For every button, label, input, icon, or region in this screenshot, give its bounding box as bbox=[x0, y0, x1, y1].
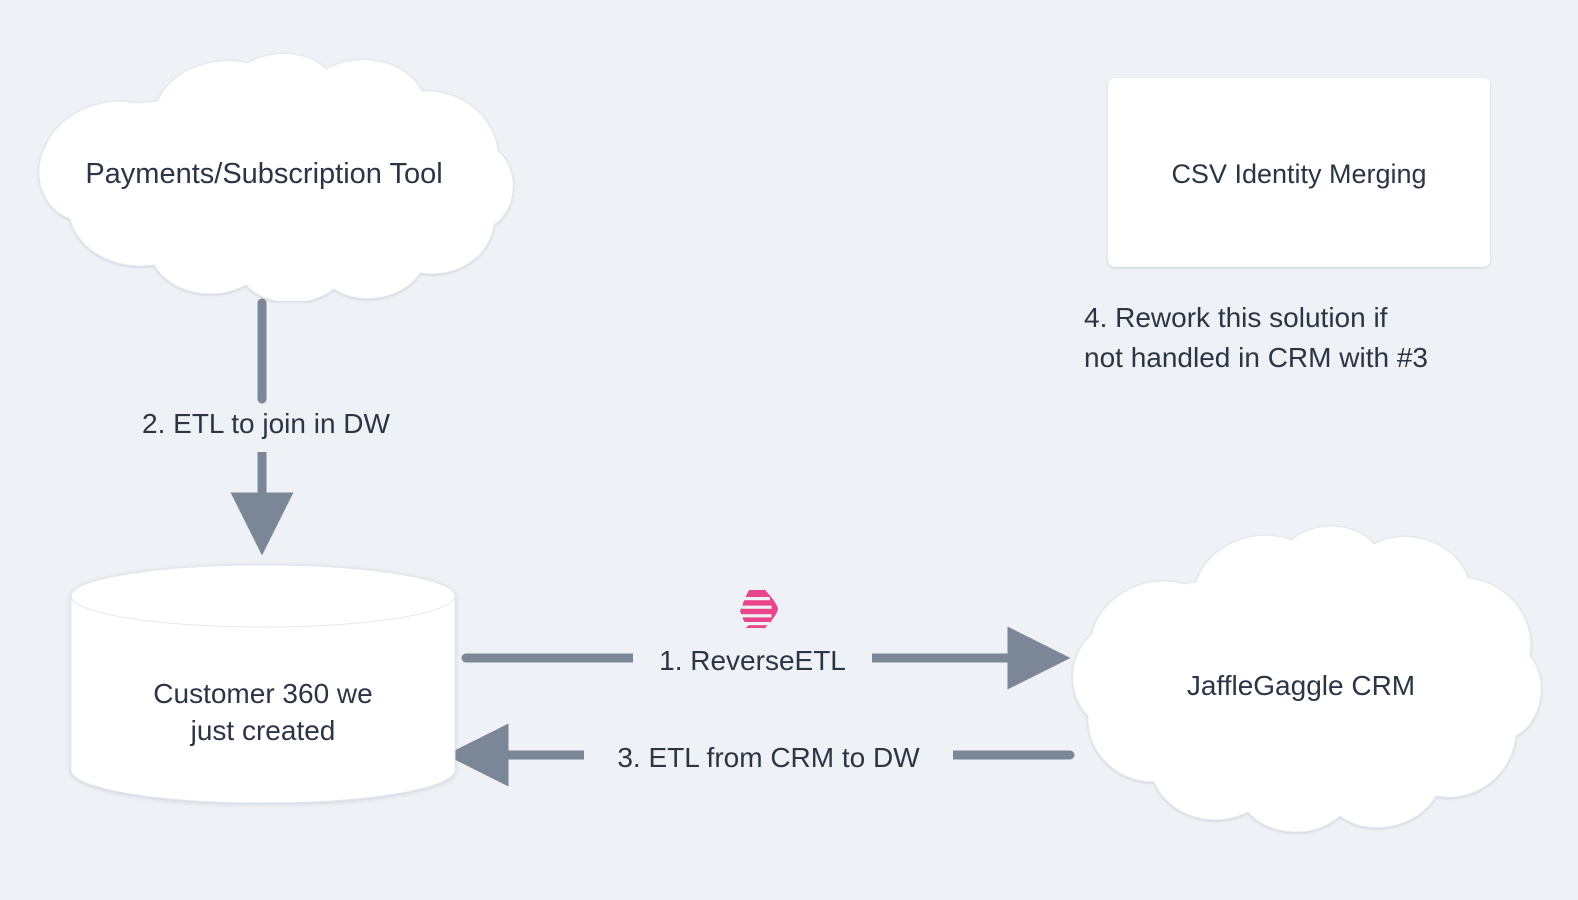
edge-label-etl-join-dw: 2. ETL to join in DW bbox=[110, 404, 422, 445]
edge-label-etl-from-crm: 3. ETL from CRM to DW bbox=[584, 738, 953, 779]
node-customer-360-warehouse[interactable] bbox=[68, 563, 458, 803]
hightouch-logo-icon bbox=[735, 588, 781, 630]
annotation-rework-note: 4. Rework this solution if not handled i… bbox=[1084, 302, 1428, 373]
node-csv-identity-merging[interactable] bbox=[1108, 78, 1490, 267]
node-jafflegaggle-crm[interactable] bbox=[1056, 520, 1546, 840]
edge-label-reverse-etl: 1. ReverseETL bbox=[633, 641, 872, 682]
node-payments-subscription-tool[interactable] bbox=[8, 53, 520, 301]
